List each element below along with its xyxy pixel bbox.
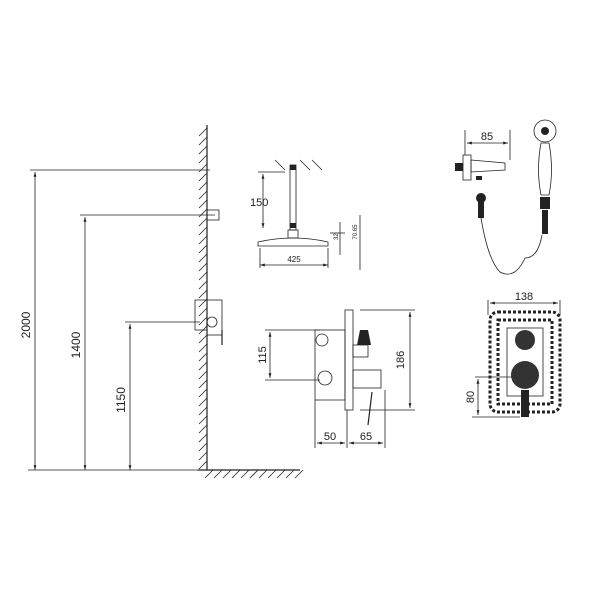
- overhead-shower: 150 425 32 70.65: [250, 159, 361, 270]
- mixer-side-view: 115 186 50 65: [257, 309, 415, 448]
- dim-80: 80: [465, 391, 477, 403]
- dim-115: 115: [257, 346, 269, 364]
- dim-70-65: 70.65: [353, 224, 359, 240]
- wall-fittings: [194, 209, 223, 345]
- dim-186: 186: [395, 351, 407, 369]
- dim-2000: 2000: [19, 311, 33, 338]
- height-dimensions: 2000 1400 1150: [19, 169, 215, 471]
- front-plate: 138 80: [465, 291, 562, 418]
- dim-50: 50: [324, 431, 336, 443]
- dim-138: 138: [515, 291, 533, 303]
- hand-shower: 85: [455, 119, 557, 275]
- dim-1400: 1400: [69, 331, 83, 358]
- wall: [198, 125, 304, 479]
- dim-85: 85: [481, 131, 493, 143]
- dim-65: 65: [360, 431, 372, 443]
- dim-150: 150: [250, 197, 268, 209]
- dim-425: 425: [287, 255, 301, 264]
- dim-32: 32: [334, 233, 340, 240]
- dim-1150: 1150: [114, 387, 128, 413]
